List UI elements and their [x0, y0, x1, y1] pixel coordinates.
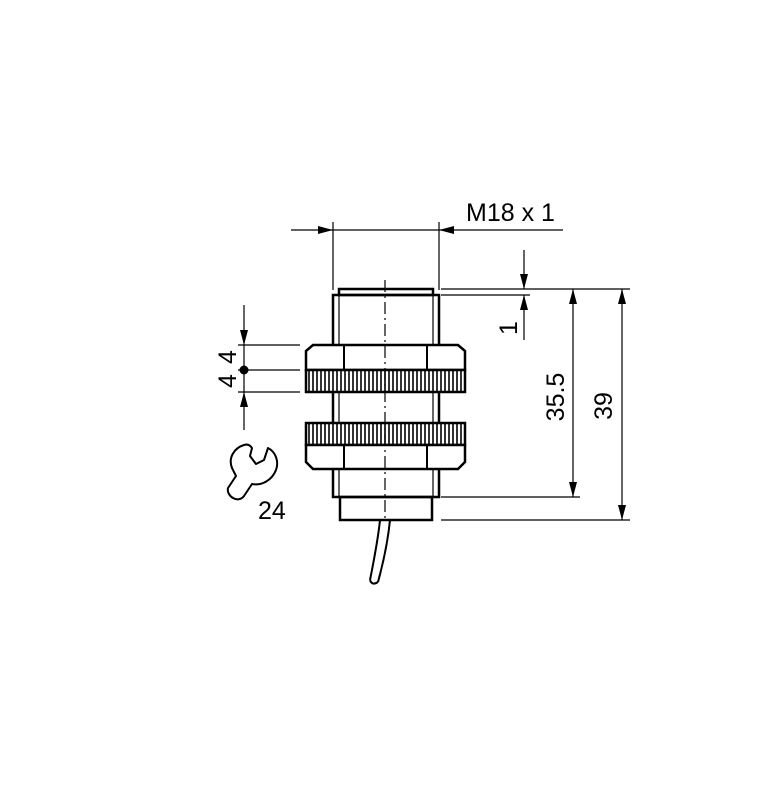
length-total-label: 39: [590, 392, 618, 420]
sensor-body: [331, 287, 441, 522]
face-offset-label: 1: [495, 321, 523, 335]
wrench-icon: [226, 443, 279, 501]
length-thread-label: 35.5: [542, 373, 570, 422]
length-total-dimension: 39: [590, 289, 626, 520]
wrench-size-label: 24: [258, 497, 286, 525]
cable: [369, 519, 391, 585]
thread-dimension: M18 x 1: [291, 199, 563, 290]
nut-width-label-b: 4: [214, 374, 242, 388]
face-offset-dimension: 1: [495, 250, 528, 340]
nut-width-dimension: 4 4: [214, 305, 300, 430]
length-thread-dimension: 35.5: [542, 289, 577, 497]
extension-lines: [441, 288, 630, 521]
thread-label: M18 x 1: [466, 199, 555, 227]
nut-width-label-a: 4: [214, 350, 242, 364]
